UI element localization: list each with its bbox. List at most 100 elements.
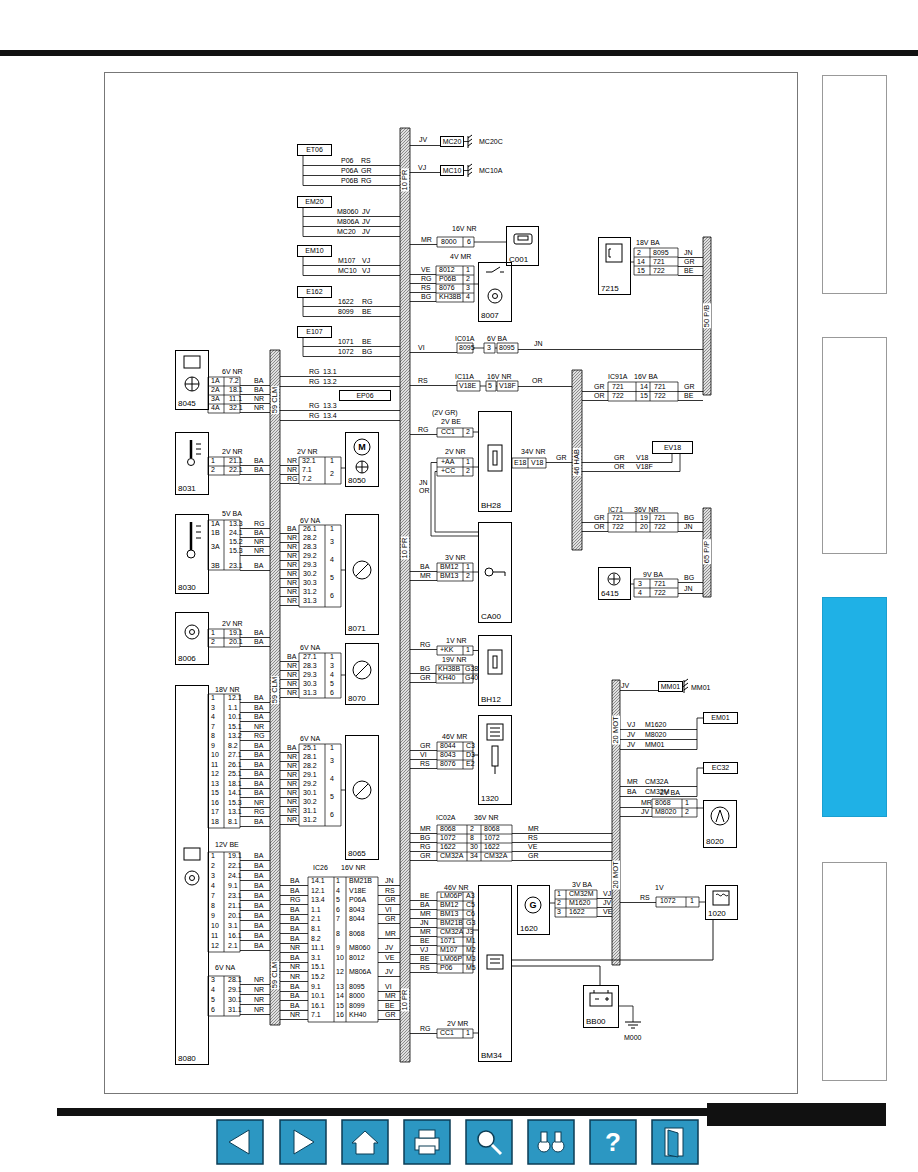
battery-symbol <box>594 990 609 1001</box>
wire-label: JN <box>419 479 428 487</box>
pin-cell: VI <box>420 751 427 759</box>
component-number: 8050 <box>348 476 366 485</box>
chip-symbol <box>487 955 503 969</box>
fan-symbol <box>356 461 368 473</box>
connector-id-box: MC10 <box>440 165 464 176</box>
wire-label: OR <box>532 377 543 385</box>
pin-cell: BM12 <box>440 901 458 909</box>
pin-cell: 1 <box>466 1029 470 1037</box>
pin-cell: NR <box>254 404 264 412</box>
pin-cell: M107 <box>440 946 458 954</box>
pin-cell: GR <box>385 1011 396 1019</box>
pin-cell: BA <box>290 925 299 933</box>
pin-cell: 14 <box>640 383 648 391</box>
switch-symbol <box>486 267 504 272</box>
pin-cell: NR <box>254 538 264 546</box>
pin-cell: 3A <box>211 543 220 551</box>
fuse-symbol <box>493 656 497 668</box>
pin-cell: KH40 <box>349 1011 367 1019</box>
pin-cell: 12 <box>211 942 219 950</box>
nav-button <box>217 1120 263 1164</box>
wire-label: RG <box>420 641 431 649</box>
wire-label: BA <box>627 788 636 796</box>
pin-cell: 4 <box>330 556 334 564</box>
wire-label: JN <box>684 585 693 593</box>
fuse-box-symbol <box>488 650 502 674</box>
side-tab <box>823 863 887 1081</box>
wire-label: BG <box>684 574 694 582</box>
nav-button <box>280 1120 326 1164</box>
wire-label: RG <box>418 426 429 434</box>
pin-cell: 5 <box>488 382 492 390</box>
pin-cell: BA <box>290 935 299 943</box>
connector-id: MC10 <box>443 167 462 175</box>
actuator-symbol <box>356 564 368 796</box>
pin-cell: 1 <box>211 457 215 465</box>
pin-cell: 2 <box>211 638 215 646</box>
pin-cell: NR <box>287 561 297 569</box>
pin-cell: 8.2 <box>311 935 321 943</box>
pin-cell: 8043 <box>349 906 365 914</box>
pin-cell: 722 <box>654 523 666 531</box>
display-symbol <box>606 244 622 262</box>
wire-label: RS <box>418 377 428 385</box>
pin-cell: GR <box>420 852 431 860</box>
pin-cell: NR <box>290 944 300 952</box>
pin-cell: 1 <box>330 457 334 465</box>
pin-cell: NR <box>290 973 300 981</box>
printer-icon <box>419 1130 435 1138</box>
pin-cell: BA <box>420 901 429 909</box>
pin-cell: 8 <box>211 902 215 910</box>
wire-label: JV <box>621 682 629 690</box>
compressor-symbol <box>711 807 729 825</box>
pin-cell: 3 <box>330 662 334 670</box>
wire-label: OR <box>419 487 430 495</box>
ground-name: M000 <box>624 1034 642 1042</box>
connector-header: 36V NR <box>634 506 659 514</box>
connector-id: MC20 <box>443 138 462 146</box>
pin-cell: 2 <box>211 466 215 474</box>
connector-id-box: EC32 <box>703 762 738 774</box>
pin-cell: 6 <box>330 592 334 600</box>
pin-cell: NR <box>254 547 264 555</box>
pin-cell: G3 <box>466 919 475 927</box>
pin-cell: 26.1 <box>228 761 242 769</box>
wire-label: GR <box>614 454 625 462</box>
pin-cell: 721 <box>654 383 666 391</box>
pin-cell: 8095 <box>653 249 669 257</box>
component-number: 8007 <box>481 311 499 320</box>
pin-cell: 22.1 <box>229 466 243 474</box>
ground-name: MC20C <box>479 138 503 146</box>
pin-cell: 721 <box>612 383 624 391</box>
connector-header: 6V NA <box>300 644 320 652</box>
compressor-symbol <box>716 810 724 822</box>
pin-cell: 9.1 <box>228 882 238 890</box>
nav-button <box>590 1120 636 1164</box>
component-number: 8071 <box>348 624 366 633</box>
pin-cell: BA <box>254 704 263 712</box>
nav-button <box>404 1120 450 1164</box>
pin-cell: 8.1 <box>311 925 321 933</box>
pin-cell: 7.2 <box>302 475 312 483</box>
pin-cell: BA <box>254 751 263 759</box>
connector-header: IC11A <box>455 373 474 381</box>
pin-cell: RG <box>420 843 431 851</box>
wire-label: P06 <box>341 157 353 165</box>
pin-cell: 8044 <box>440 742 456 750</box>
pin-cell: NR <box>287 597 297 605</box>
connector-header: 46V MR <box>442 733 467 741</box>
pin-cell: 1 <box>466 458 470 466</box>
ground-name: MC10A <box>479 167 502 175</box>
pin-cell: 15.1 <box>228 723 242 731</box>
pin-cell: 1 <box>330 653 334 661</box>
harness-name: 65 P/P <box>703 540 711 565</box>
connector-header: 2V BE <box>441 418 461 426</box>
wire-label: RG <box>309 412 320 420</box>
pin-cell: 31.3 <box>303 597 317 605</box>
component-box: BB00 <box>583 985 619 1028</box>
pin-cell: 8 <box>336 930 340 938</box>
pin-cell: 13.3 <box>229 520 243 528</box>
pin-cell: 11 <box>211 761 218 769</box>
wire-label: 13.4 <box>323 412 337 420</box>
harness-name: 59 CLM <box>271 961 279 989</box>
